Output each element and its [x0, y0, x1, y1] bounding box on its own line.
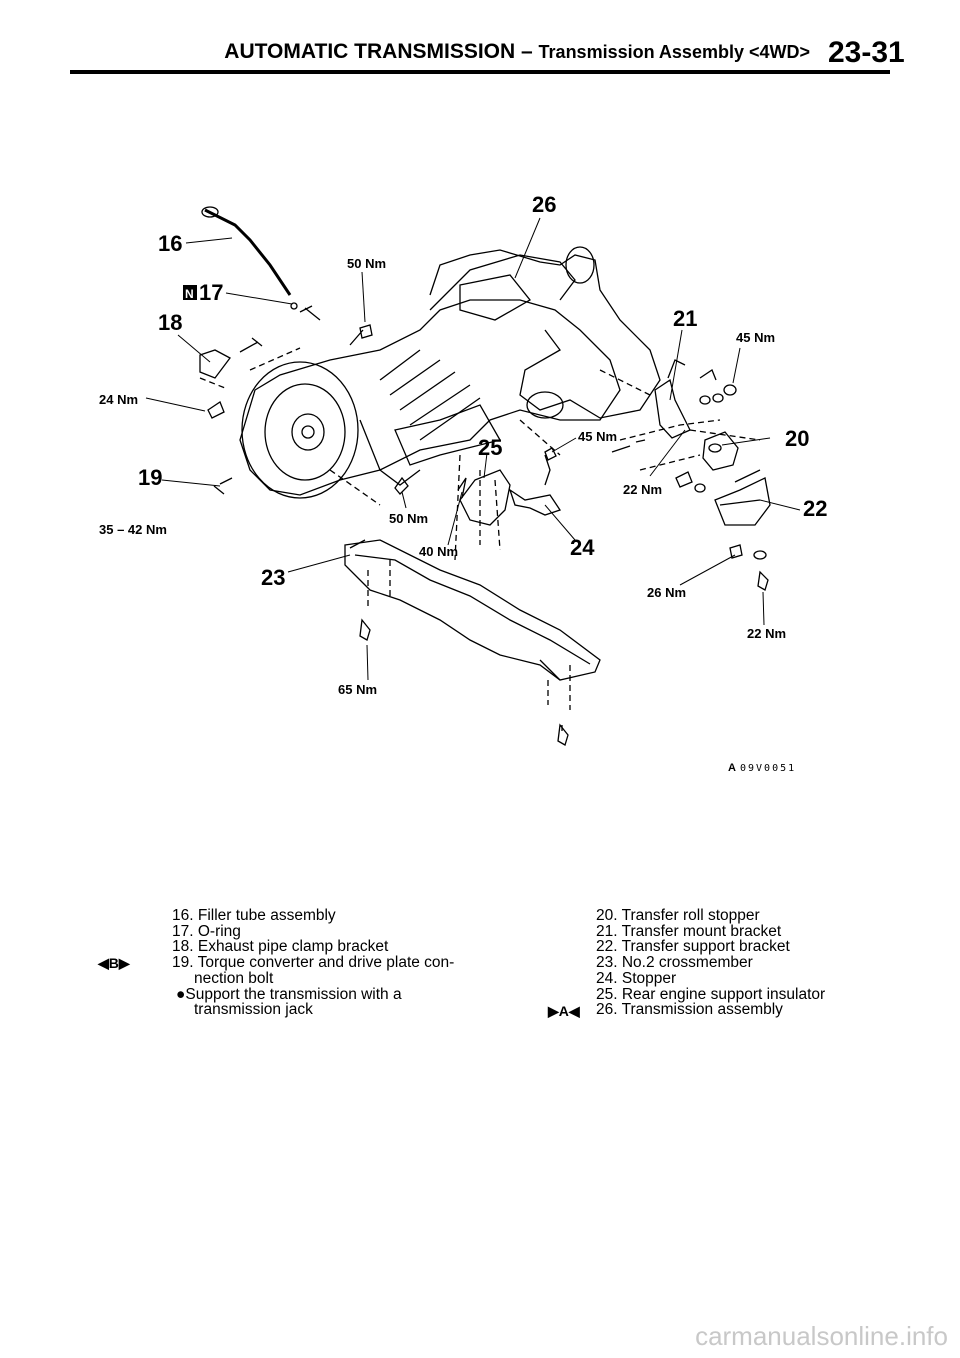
- transfer-case: [429, 249, 661, 419]
- exhaust-clamp-bracket: [199, 349, 231, 379]
- callout-21: 21: [673, 306, 697, 331]
- header-dash: –: [521, 40, 533, 63]
- torque-35-42nm: 35 – 42 Nm: [99, 522, 167, 537]
- callout-24: 24: [570, 535, 595, 560]
- torque-22nm-mid: 22 Nm: [623, 482, 662, 497]
- procedure-marker-a: ▶A◀: [548, 1003, 580, 1019]
- torque-45nm-center: 45 Nm: [578, 429, 617, 444]
- callout-22: 22: [803, 496, 827, 521]
- callout-20: 20: [785, 426, 809, 451]
- legend-item: 17. O-ring: [172, 922, 241, 940]
- legend-item: 16. Filler tube assembly: [172, 907, 336, 924]
- figure-id: 09V0051: [740, 763, 796, 774]
- torque-50nm-top: 50 Nm: [347, 256, 386, 271]
- transmission-exploded-diagram: 16 N 17 18 19 20 21 22 23 24 25 26 50 Nm…: [99, 192, 827, 774]
- legend-item: 23. No.2 crossmember: [596, 954, 753, 972]
- torque-22nm-bottom: 22 Nm: [747, 626, 786, 641]
- legend-item: 22. Transfer support bracket: [596, 938, 790, 956]
- diagram-artwork: [199, 206, 771, 746]
- torque-26nm: 26 Nm: [647, 585, 686, 600]
- callout-26: 26: [532, 192, 556, 217]
- callout-18: 18: [158, 310, 182, 335]
- header-subtitle: Transmission Assembly <4WD>: [538, 42, 810, 62]
- transfer-roll-stopper: [702, 431, 739, 471]
- crossmember: [344, 539, 601, 681]
- header-title-line: AUTOMATIC TRANSMISSION – Transmission As…: [224, 40, 810, 64]
- filler-tube: [204, 208, 292, 296]
- torque-45nm-right: 45 Nm: [736, 330, 775, 345]
- bell-housing: [241, 361, 359, 499]
- legend-right: 20. Transfer roll stopper 21. Transfer m…: [596, 908, 825, 1018]
- procedure-marker-b: ◀B▶: [98, 955, 130, 971]
- torque-65nm: 65 Nm: [338, 682, 377, 697]
- leader-lines: [145, 217, 801, 681]
- legend-item: 25. Rear engine support insulator: [596, 985, 826, 1003]
- transmission-case: [239, 299, 621, 496]
- legend-item: 24. Stopper: [596, 969, 677, 987]
- transfer-support-bracket: [714, 477, 771, 526]
- page-number: 23-31: [828, 36, 905, 69]
- callout-25: 25: [478, 435, 502, 460]
- n-badge-box: [183, 285, 197, 300]
- legend-item: 19. Torque converter and drive plate con…: [172, 954, 455, 972]
- figure-id-prefix: A: [728, 762, 736, 774]
- callout-19: 19: [138, 465, 162, 490]
- legend-item: 18. Exhaust pipe clamp bracket: [172, 938, 389, 956]
- page-header: AUTOMATIC TRANSMISSION – Transmission As…: [0, 0, 960, 80]
- header-title: AUTOMATIC TRANSMISSION: [224, 40, 516, 63]
- legend-item: 20. Transfer roll stopper: [596, 907, 760, 924]
- torque-40nm: 40 Nm: [419, 544, 458, 559]
- stopper: [508, 488, 562, 516]
- callout-17: 17: [199, 280, 223, 305]
- callout-23: 23: [261, 565, 285, 590]
- legend-note: transmission jack: [194, 1001, 313, 1019]
- header-rule: [70, 70, 890, 74]
- legend-item: 26. Transmission assembly: [596, 1001, 783, 1019]
- n-badge: N: [185, 287, 194, 301]
- legend-item: nection bolt: [194, 969, 274, 987]
- legend-item: 21. Transfer mount bracket: [596, 922, 782, 940]
- watermark: carmanualsonline.info: [695, 1321, 948, 1351]
- torque-50nm-bottom: 50 Nm: [389, 511, 428, 526]
- torque-24nm: 24 Nm: [99, 392, 138, 407]
- legend-left: 16. Filler tube assembly 17. O-ring 18. …: [172, 908, 454, 1018]
- legend-note: ●Support the transmission with a: [176, 985, 402, 1003]
- callout-16: 16: [158, 231, 182, 256]
- rear-engine-support-insulator: [459, 469, 511, 526]
